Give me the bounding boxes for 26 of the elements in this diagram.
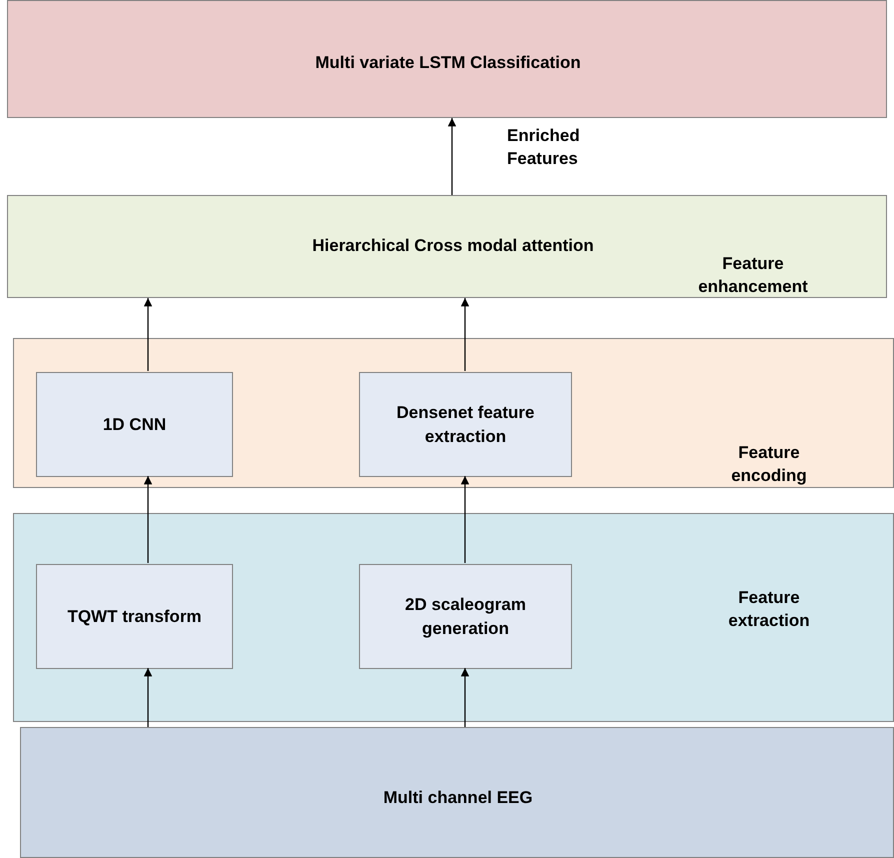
box-label: 1D CNN	[102, 414, 166, 436]
arrow	[460, 476, 470, 563]
process-box	[36, 564, 233, 669]
process-box	[359, 372, 572, 477]
arrow	[460, 668, 470, 727]
encoding-band	[13, 338, 894, 488]
arrow	[144, 298, 152, 371]
band-title: Multi variate LSTM Classification	[314, 52, 582, 74]
arrow	[448, 118, 456, 195]
classification-band	[7, 0, 887, 118]
stage-label: Feature encoding	[730, 442, 808, 488]
stage-label: Feature enhancement	[697, 253, 809, 298]
band-title: Multi channel EEG	[382, 787, 534, 809]
process-box	[359, 564, 572, 669]
enhancement-band	[7, 195, 887, 298]
arrow	[144, 668, 152, 727]
extraction-band	[13, 513, 894, 722]
band-title: Hierarchical Cross modal attention	[311, 235, 595, 257]
stage-label: Feature extraction	[727, 587, 811, 632]
arrow	[144, 476, 152, 563]
input-band	[20, 727, 894, 858]
arrow	[460, 298, 470, 371]
box-label: 2D scaleogram generation	[404, 594, 527, 640]
box-label: TQWT transform	[67, 606, 202, 628]
process-box	[36, 372, 233, 477]
box-label: Densenet feature extraction	[396, 402, 536, 448]
